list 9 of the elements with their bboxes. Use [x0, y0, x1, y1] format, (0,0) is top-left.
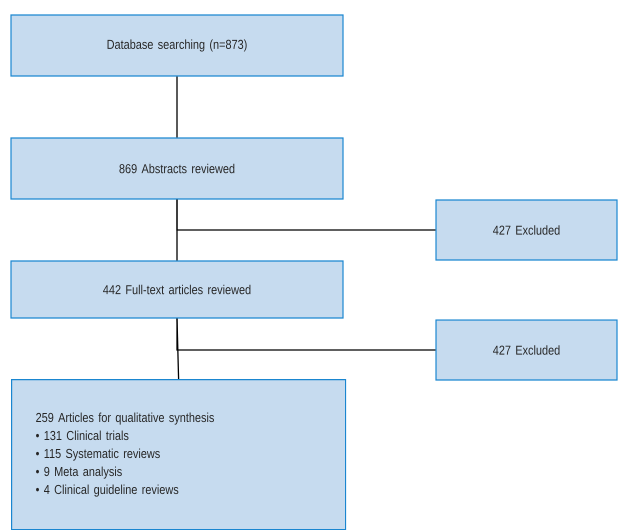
process-box: 427 Excluded	[435, 199, 618, 261]
process-box: 427 Excluded	[435, 319, 618, 381]
connector-line	[176, 76, 178, 138]
process-box: 259 Articles for qualitative synthesis • 131 Clinical trials • 115 Systematic reviews • 9 Meta analysis • 4 Clinical guideline reviews	[11, 379, 346, 530]
connector-line	[176, 200, 436, 231]
process-box: 442 Full-text articles reviewed	[10, 260, 344, 319]
process-box: Database searching (n=873)	[10, 14, 344, 77]
process-box: 869 Abstracts reviewed	[10, 137, 344, 200]
connector-line	[176, 318, 436, 351]
